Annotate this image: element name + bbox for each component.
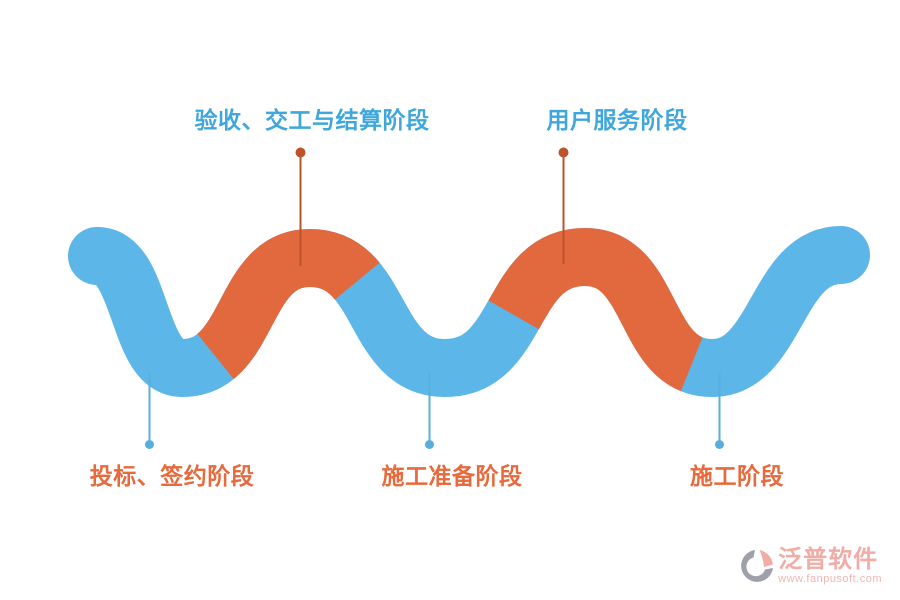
marker-dot-acceptance [295, 147, 306, 158]
watermark-brand: 泛普软件 [778, 546, 879, 573]
watermark: 泛普软件 www.fanpusoft.com [740, 548, 882, 585]
stage-label-service: 用户服务阶段 [546, 107, 688, 133]
marker-dot-preparation [425, 440, 434, 449]
stage-label-preparation: 施工准备阶段 [381, 463, 523, 489]
stage-label-construction: 施工阶段 [690, 463, 784, 489]
stage-label-bidding: 投标、签约阶段 [89, 463, 255, 489]
stage-label-acceptance: 验收、交工与结算阶段 [194, 107, 430, 133]
ribbon-blue-path [68, 226, 870, 398]
marker-dot-bidding [145, 440, 154, 449]
marker-dot-construction [715, 440, 724, 449]
fanpu-logo-icon [741, 550, 774, 582]
marker-dot-service [558, 147, 569, 158]
watermark-url: www.fanpusoft.com [778, 573, 882, 585]
